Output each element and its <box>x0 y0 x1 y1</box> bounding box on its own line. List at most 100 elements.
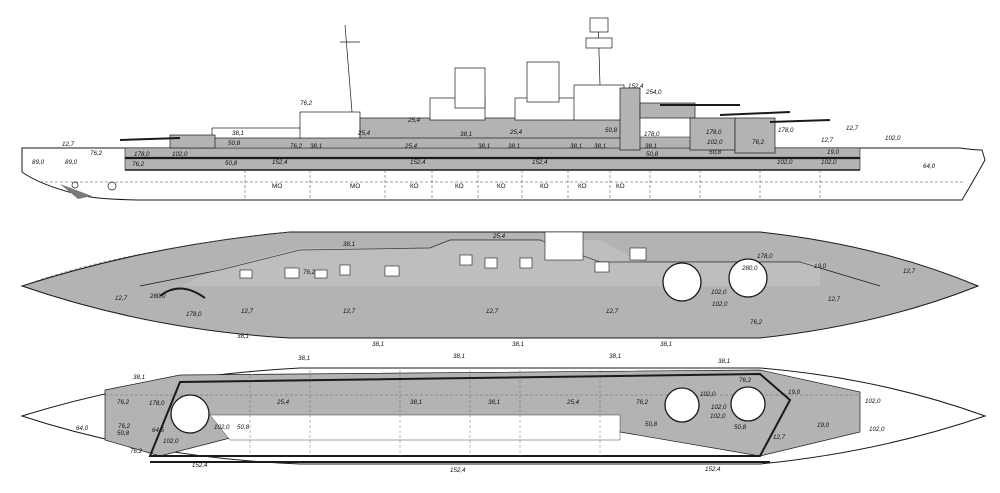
armor-thickness-label: 38,1 <box>372 341 384 348</box>
armor-thickness-label: 102,0 <box>710 413 726 420</box>
armor-thickness-label: 152,4 <box>628 83 644 90</box>
armor-thickness-label: 19,0 <box>788 389 801 396</box>
armor-thickness-label: 50,8 <box>734 424 747 431</box>
armor-thickness-label: 12,7 <box>606 308 619 315</box>
armor-thickness-label: 25,4 <box>509 129 523 136</box>
armor-thickness-label: 25,4 <box>404 143 418 150</box>
armor-thickness-label: 102,0 <box>700 391 716 398</box>
armor-thickness-label: 19,0 <box>817 422 830 429</box>
compartment-label: КО <box>616 183 625 190</box>
armor-thickness-label: 38,1 <box>298 355 310 362</box>
propeller <box>71 181 79 189</box>
armor-thickness-label: 152,4 <box>450 467 466 474</box>
armor-thickness-label: 102,0 <box>869 426 885 433</box>
armor-thickness-label: 76,2 <box>752 139 765 146</box>
dashed-bow-line <box>21 231 291 287</box>
armor-thickness-label: 50,8 <box>709 149 722 156</box>
armor-thickness-label: 25,4 <box>357 130 371 137</box>
armor-thickness-label: 38,1 <box>718 358 730 365</box>
armor-thickness-label: 76,2 <box>90 150 103 157</box>
armor-upper-belt <box>199 136 751 149</box>
armor-thickness-label: 178,0 <box>644 131 660 138</box>
compartment-label: МО <box>272 183 282 190</box>
armor-thickness-label: 50,8 <box>228 140 241 147</box>
armor-thickness-label: 38,1 <box>232 130 244 137</box>
compartment-label: КО <box>410 183 419 190</box>
armor-thickness-label: 50,8 <box>237 424 250 431</box>
armor-thickness-label: 19,0 <box>827 149 840 156</box>
armor-thickness-label: 25,4 <box>566 399 580 406</box>
armor-thickness-label: 178,0 <box>757 253 773 260</box>
armor-thickness-label: 25,4 <box>276 399 290 406</box>
armor-thickness-label: 64,5 <box>152 427 165 434</box>
armor-thickness-label: 25,4 <box>407 117 421 124</box>
side-armor-labels: 12,7 76,2 89,0 89,0 178,0 102,0 76,2 50,8 50,8 38… <box>32 83 936 170</box>
armor-thickness-label: 50,8 <box>605 127 618 134</box>
armor-thickness-label: 12,7 <box>821 137 834 144</box>
armor-thickness-label: 50,8 <box>225 160 238 167</box>
armor-thickness-label: 38,1 <box>512 341 524 348</box>
armor-thickness-label: 89,0 <box>32 159 45 166</box>
armor-thickness-label: 38,1 <box>488 399 500 406</box>
armor-thickness-label: 152,4 <box>532 159 548 166</box>
armor-thickness-label: 102,0 <box>172 151 188 158</box>
armor-thickness-label: 12,7 <box>486 308 499 315</box>
armor-thickness-label: 152,4 <box>410 159 426 166</box>
armor-thickness-label: 152,4 <box>192 462 208 469</box>
armor-thickness-label: 38,1 <box>310 143 322 150</box>
armor-thickness-label: 19,0 <box>814 263 827 270</box>
armor-thickness-label: 12,7 <box>115 295 128 302</box>
armor-thickness-label: 102,0 <box>777 159 793 166</box>
armor-thickness-label: 38,1 <box>660 341 672 348</box>
armor-thickness-label: 76,2 <box>300 100 313 107</box>
armor-thickness-label: 38,1 <box>343 241 355 248</box>
armor-thickness-label: 38,1 <box>478 143 490 150</box>
armor-thickness-label: 178,0 <box>134 151 150 158</box>
armor-thickness-label: 76,2 <box>739 377 752 384</box>
stern-rudder <box>60 184 92 199</box>
armor-thickness-label: 102,0 <box>865 398 881 405</box>
armor-thickness-label: 102,0 <box>163 438 179 445</box>
bottom-barbettes <box>170 386 766 434</box>
armor-thickness-label: 152,4 <box>272 159 288 166</box>
armor-thickness-label: 38,1 <box>453 353 465 360</box>
armor-thickness-label: 12,7 <box>343 308 356 315</box>
armor-thickness-label: 12,7 <box>62 141 75 148</box>
superstructure <box>169 17 776 154</box>
armor-thickness-label: 76,2 <box>303 269 316 276</box>
armor-thickness-label: 152,4 <box>705 466 721 473</box>
armor-thickness-label: 38,1 <box>570 143 582 150</box>
armor-thickness-label: 38,1 <box>460 131 472 138</box>
armor-thickness-label: 102,0 <box>214 424 230 431</box>
compartment-label: КО <box>540 183 549 190</box>
armor-thickness-label: 178,0 <box>149 400 165 407</box>
armor-thickness-label: 102,0 <box>821 159 837 166</box>
armor-thickness-label: 50,8 <box>117 430 130 437</box>
armor-thickness-label: 38,1 <box>237 333 249 340</box>
secondary-mounts <box>239 231 647 279</box>
armor-thickness-label: 178,0 <box>778 127 794 134</box>
armor-thickness-label: 38,1 <box>133 374 145 381</box>
bulkheads <box>244 170 821 200</box>
armor-thickness-label: 38,1 <box>594 143 606 150</box>
propeller <box>107 181 117 191</box>
armor-thickness-label: 89,0 <box>65 159 78 166</box>
armor-thickness-label: 50,8 <box>646 151 659 158</box>
armor-thickness-label: 25,4 <box>492 233 506 240</box>
compartment-label: КО <box>578 183 587 190</box>
armor-thickness-label: 102,0 <box>711 289 727 296</box>
armor-thickness-label: 12,7 <box>773 434 786 441</box>
armor-thickness-label: 280,0 <box>149 293 166 300</box>
armor-thickness-label: 76,2 <box>132 161 145 168</box>
barbettes <box>662 258 768 302</box>
compartment-label: МО <box>350 183 360 190</box>
armor-thickness-label: 76,2 <box>290 143 303 150</box>
bottom-white-area <box>209 414 621 441</box>
